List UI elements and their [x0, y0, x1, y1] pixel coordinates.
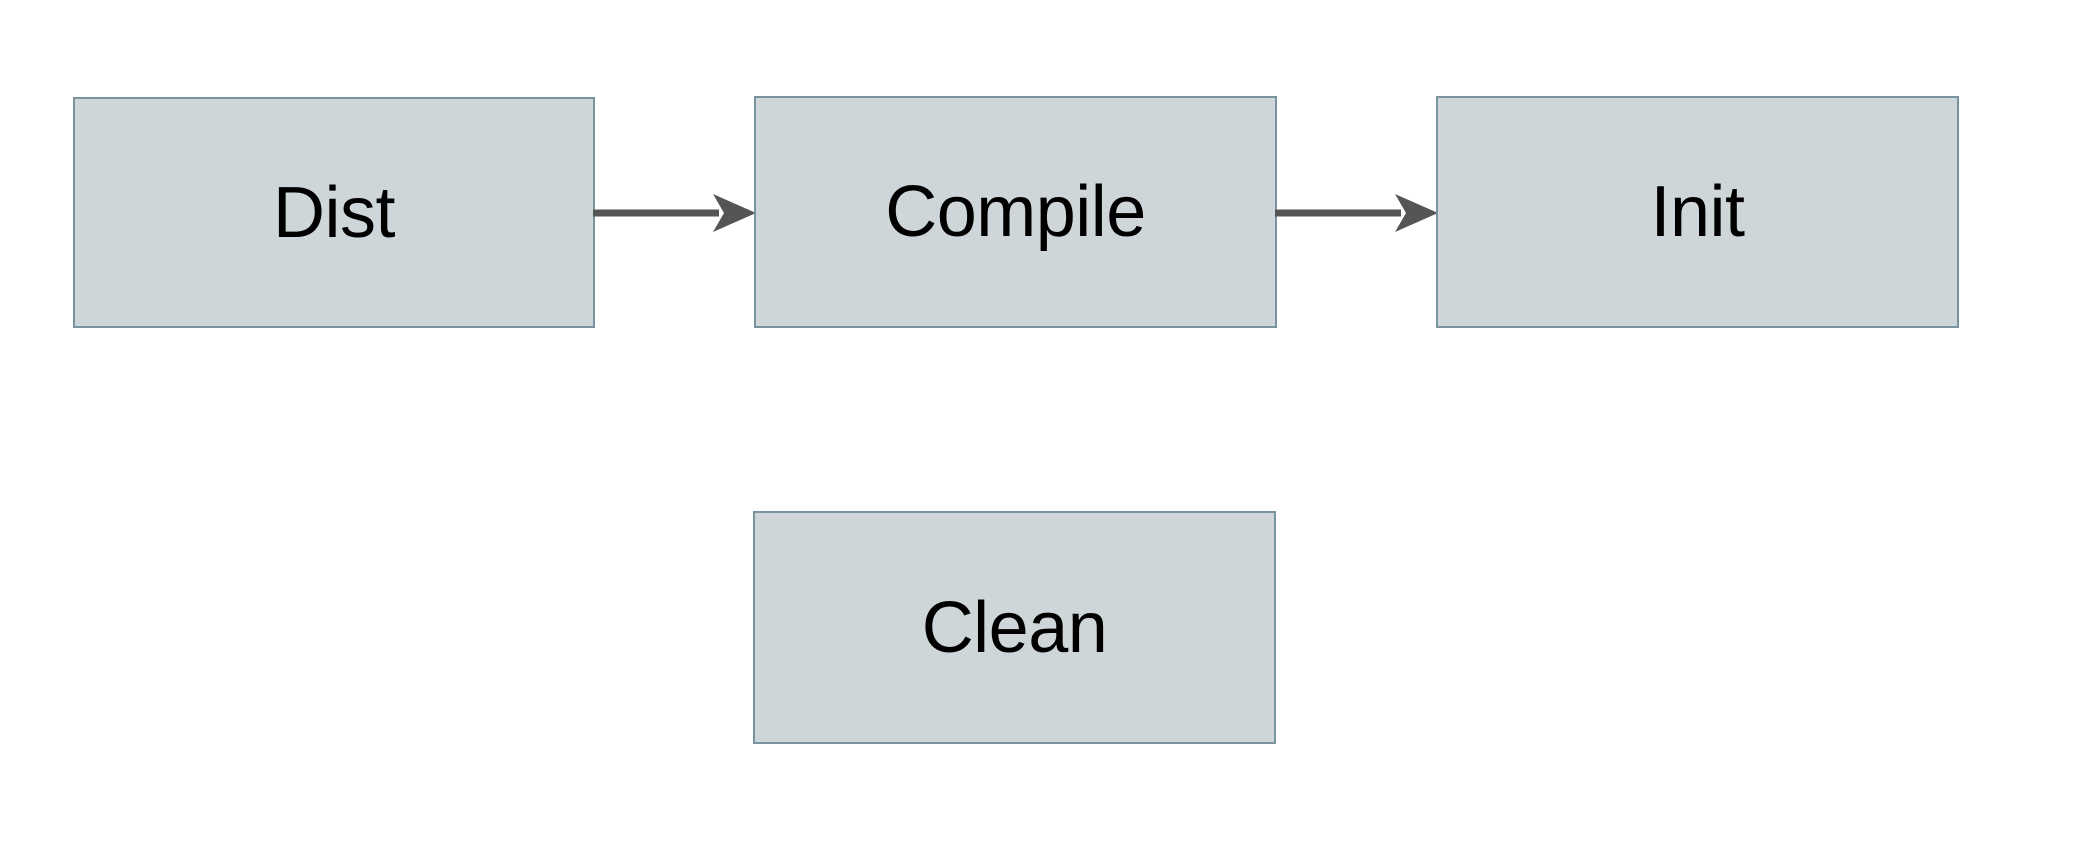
diagram-edge-dist-to-compile[interactable]: [593, 190, 757, 236]
diagram-node-clean[interactable]: Clean: [753, 511, 1276, 744]
diagram-node-init[interactable]: Init: [1436, 96, 1959, 328]
diagram-node-label: Compile: [885, 172, 1146, 252]
diagram-node-label: Clean: [921, 587, 1108, 668]
diagram-node-label: Init: [1650, 172, 1745, 252]
diagram-node-compile[interactable]: Compile: [754, 96, 1277, 328]
diagram-node-label: Dist: [273, 172, 396, 253]
diagram-edge-compile-to-init[interactable]: [1275, 190, 1439, 236]
diagram-node-dist[interactable]: Dist: [73, 97, 595, 328]
